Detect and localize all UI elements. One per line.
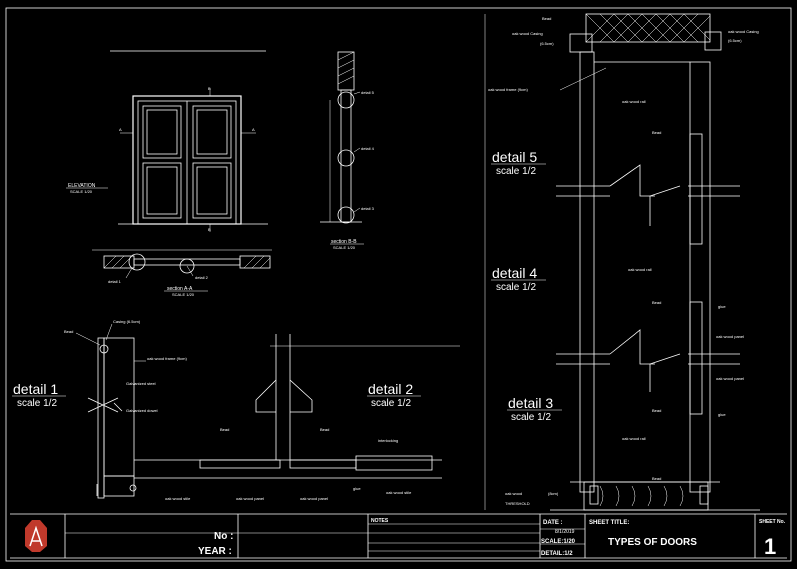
callout-detail-2-aa: detail 2 — [195, 275, 209, 280]
d2-panel-left: oak wood panel — [236, 496, 264, 501]
date-value: 8/1/2019 — [555, 529, 575, 535]
section-bb-scale: SCALE 1/20 — [333, 245, 356, 250]
detail-4-title: detail 4 — [492, 265, 537, 281]
rc-bead-3: Bead — [652, 408, 661, 413]
rc-casing-right-size: (6.5cm) — [728, 38, 742, 43]
elevation-scale: SCALE 1/20 — [70, 189, 93, 194]
sheet-title: TYPES OF DOORS — [608, 537, 697, 548]
d1-steel: Galvanized steel — [126, 381, 156, 386]
detail-3-scale: scale 1/2 — [511, 412, 551, 423]
rc-rail-3: oak wood rail — [622, 436, 646, 441]
elevation-drawing: A A B B — [110, 50, 268, 232]
svg-text:A: A — [252, 127, 255, 132]
detail-4-scale: scale 1/2 — [496, 282, 536, 293]
d1-dowel: Galvanized dowel — [126, 408, 158, 413]
rc-casing-left-size: (6.5cm) — [540, 41, 554, 46]
rc-bead-1: Bead — [652, 130, 661, 135]
date-label: DATE : — [543, 520, 563, 526]
sheet-no-label: SHEET No. — [759, 519, 786, 525]
rc-bead-4: Bead — [652, 476, 661, 481]
detail-scale: DETAIL:1/2 — [541, 551, 573, 557]
d2-stile: oak wood stile — [386, 490, 412, 495]
detail-3-title: detail 3 — [508, 395, 553, 411]
rc-casing-left: oak wood Casing — [512, 31, 543, 36]
section-bb-drawing — [320, 51, 362, 224]
rc-threshold: oak wood — [505, 491, 522, 496]
detail-2-title: detail 2 — [368, 381, 413, 397]
right-column-drawing — [484, 13, 760, 511]
callout-detail-1-aa: detail 1 — [108, 279, 122, 284]
callout-detail-3: detail 3 — [361, 206, 375, 211]
scale-value: SCALE:1/20 — [541, 539, 576, 545]
detail-5-scale: scale 1/2 — [496, 166, 536, 177]
rc-glue-2: glue — [718, 412, 726, 417]
rc-rail-2: oak wood rail — [628, 267, 652, 272]
d1-bead: Bead — [64, 329, 73, 334]
elevation-title: ELEVATION — [68, 183, 96, 189]
d2-interlocking: interlocking — [378, 438, 398, 443]
year-label: YEAR : — [198, 546, 232, 557]
rc-frame: oak wood frame (9cm) — [488, 87, 528, 92]
callout-detail-4: detail 4 — [361, 146, 375, 151]
detail-1-drawing — [87, 337, 442, 499]
svg-text:B: B — [208, 227, 211, 232]
d1-stile: oak wood stile — [165, 496, 191, 501]
section-aa-title: section A-A — [167, 286, 193, 292]
rc-glue-1: glue — [718, 304, 726, 309]
d2-panel-right: oak wood panel — [300, 496, 328, 501]
title-block — [10, 513, 787, 559]
no-label: No : — [214, 531, 233, 542]
d1-frame: oak wood frame (9cm) — [147, 356, 187, 361]
sheet-title-label: SHEET TITLE: — [589, 520, 629, 526]
rc-panel-2: oak wood panel — [716, 376, 744, 381]
rc-rail-1: oak wood rail — [622, 99, 646, 104]
section-aa-drawing — [92, 249, 272, 279]
d1-casing: Casing (6.5cm) — [113, 319, 141, 324]
detail-5-title: detail 5 — [492, 149, 537, 165]
rc-casing-right: oak wood Casing — [728, 29, 759, 34]
detail-1-title: detail 1 — [13, 381, 58, 397]
section-bb-title: section B-B — [331, 239, 357, 245]
detail-2-drawing — [199, 334, 460, 471]
logo-icon — [25, 520, 47, 552]
rc-bead-2: Bead — [652, 300, 661, 305]
sheet-number: 1 — [764, 534, 776, 559]
section-aa-scale: SCALE 1/20 — [172, 292, 195, 297]
rc-threshold-size: (8cm) — [548, 491, 559, 496]
rc-panel: oak wood panel — [716, 334, 744, 339]
rc-threshold-label: THRESHOLD — [505, 501, 530, 506]
callout-detail-5: detail 5 — [361, 90, 375, 95]
d2-glue: glue — [353, 486, 361, 491]
detail-2-scale: scale 1/2 — [371, 398, 411, 409]
rc-bead-top: Bead — [542, 16, 551, 21]
sheet-border — [5, 7, 792, 562]
d2-bead-right: Bead — [320, 427, 329, 432]
svg-text:A: A — [119, 127, 122, 132]
d2-bead-left: Bead — [220, 427, 229, 432]
notes-label: NOTES — [371, 518, 389, 524]
detail-1-scale: scale 1/2 — [17, 398, 57, 409]
svg-text:B: B — [208, 86, 211, 91]
